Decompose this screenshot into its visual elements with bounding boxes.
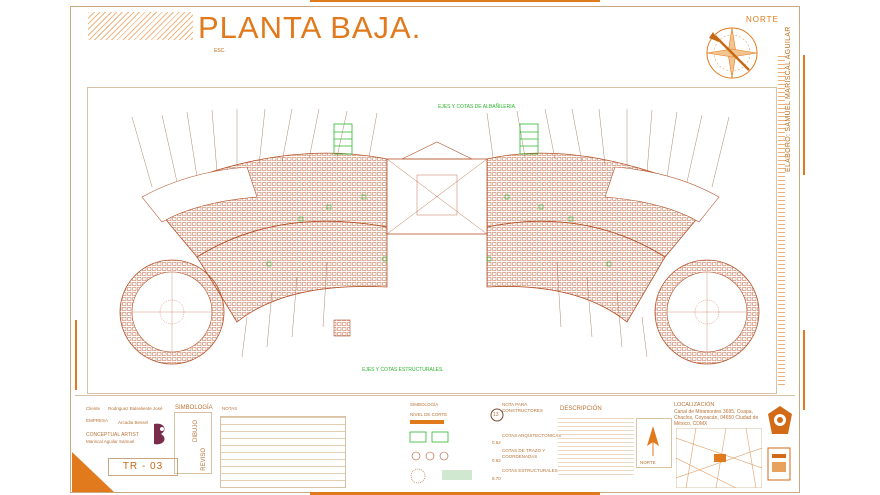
plan-top-label: EJES Y COTAS DE ALBAÑILERIA. (438, 104, 517, 110)
side-hatch-decoration (778, 55, 785, 385)
symbology-box (174, 412, 212, 474)
concept-label: CONCEPTUAL ARTIST (86, 432, 139, 438)
description-label: DESCRIPCIÓN (560, 406, 602, 412)
notes-label: NOTAS (222, 406, 238, 411)
sheet-code: TR - 03 (108, 458, 178, 476)
top-accent-bar (310, 0, 600, 2)
page-title: PLANTA BAJA. (198, 10, 422, 45)
institution-logo-icon (768, 406, 792, 434)
symbology-label: SIMBOLOGÍA (175, 405, 213, 411)
legend-num-1: 0.62 (492, 440, 501, 445)
client-value: Rodriguez Balseliente José (108, 406, 163, 411)
client-label: Cliente (86, 406, 101, 411)
reviso-vertical: REVISÓ (201, 448, 207, 471)
location-label: LOCALIZACIÓN (674, 402, 715, 408)
description-text-block (558, 418, 634, 478)
title-hatch-decoration (88, 12, 193, 40)
plan-bottom-label: EJES Y COTAS ESTRUCTURALES. (362, 367, 444, 373)
right-accent-bar-2 (803, 330, 805, 410)
legend-num-2: 0.62 (492, 458, 501, 463)
note-circle-number: 13 (493, 412, 499, 418)
north-label: NORTE (746, 15, 779, 24)
north-small-box (636, 418, 672, 468)
title-block (75, 395, 795, 488)
right-accent-bar (803, 55, 805, 175)
legend-symbology: SIMBOLOGÍA (410, 402, 439, 407)
scale-text: ESC. (214, 48, 226, 54)
legend-note-builders: NOTA PARA CONSTRUCTORES (502, 402, 543, 413)
north-small-label: NORTE (640, 460, 656, 465)
location-text: Canal de Miramontes 3695, Coapa, Chaclos… (674, 409, 759, 427)
dibujo-vertical: DIBUJÓ (193, 420, 199, 443)
north-arrow-icon (647, 426, 659, 456)
legend-cut-level: NIVEL DE CORTE (410, 412, 448, 417)
floor-plan-drawing (119, 108, 760, 365)
company-value: Arcadia Bessel (118, 420, 149, 425)
legend-arch-dims: COTAS ARQUITECTONICAS (502, 433, 562, 438)
left-accent-bar (75, 320, 77, 390)
author-credit: ELABORÓ: SAMUEL MARISCAL AGUILAR (785, 26, 792, 172)
secondary-logo-icon (767, 447, 791, 481)
company-label: EMPRESA (86, 418, 109, 423)
legend-symbols-icon (409, 420, 472, 484)
note-circle-icon (490, 408, 504, 422)
location-map (676, 428, 762, 488)
company-logo-icon (154, 423, 165, 445)
notes-box (220, 416, 346, 488)
north-compass-icon (706, 27, 758, 79)
bottom-accent-bar (310, 492, 600, 495)
corner-triangle-icon (72, 452, 114, 492)
legend-layout-dims: COTAS DE TRAZO Y COORDENADAS (502, 448, 546, 459)
legend-num-3: 8.70 (492, 476, 501, 481)
legend-struct-dims: COTAS ESTRUCTURALES (502, 468, 558, 473)
concept-value: Mariscal Aguilar Samuel (86, 439, 135, 444)
